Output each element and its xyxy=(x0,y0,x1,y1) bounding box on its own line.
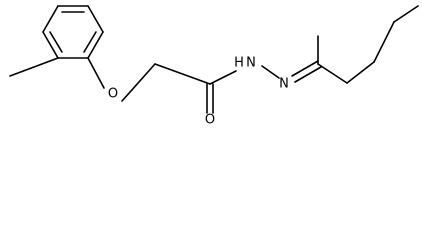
imine-double-bond-a xyxy=(291,60,319,77)
benzene-ring xyxy=(42,5,104,59)
ether-oxygen-label: O xyxy=(108,87,118,102)
amide-hydrogen-label: H xyxy=(234,56,244,71)
carbonyl-oxygen-label: O xyxy=(205,113,215,128)
ch2-carbonyl-bond xyxy=(154,63,211,85)
butyl-bond-2 xyxy=(346,61,375,84)
aryl-ether-bond xyxy=(87,57,105,89)
imine-nitrogen-label: N xyxy=(279,77,289,92)
butyl-bond-1 xyxy=(317,63,348,84)
n-n-bond xyxy=(261,65,280,79)
butyl-bond-3 xyxy=(373,21,395,63)
carbonyl-nh-bond xyxy=(209,70,237,85)
methyl-bond xyxy=(9,57,59,77)
amide-nitrogen-label: N xyxy=(246,56,256,71)
ether-ch2-bond xyxy=(121,63,156,102)
butyl-bond-4 xyxy=(393,5,419,23)
imine-double-bond-b xyxy=(294,66,322,83)
molecule-structure-diagram: O O H N N xyxy=(9,5,419,128)
